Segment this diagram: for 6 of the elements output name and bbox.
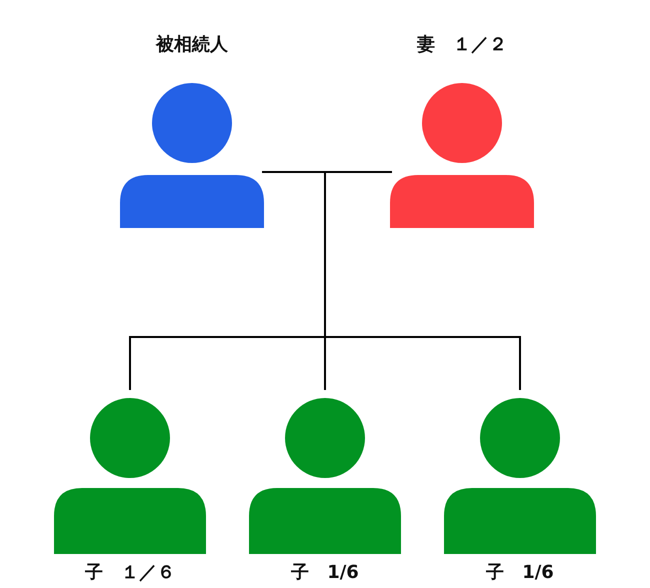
person-label: 妻 １／２ (416, 33, 508, 56)
connector-line (324, 171, 521, 390)
person-label: 子 １／６ (84, 561, 176, 584)
person-label: 子 1/6 (485, 561, 555, 584)
person-label: 被相続人 (154, 33, 229, 56)
person-label: 子 1/6 (290, 561, 360, 584)
